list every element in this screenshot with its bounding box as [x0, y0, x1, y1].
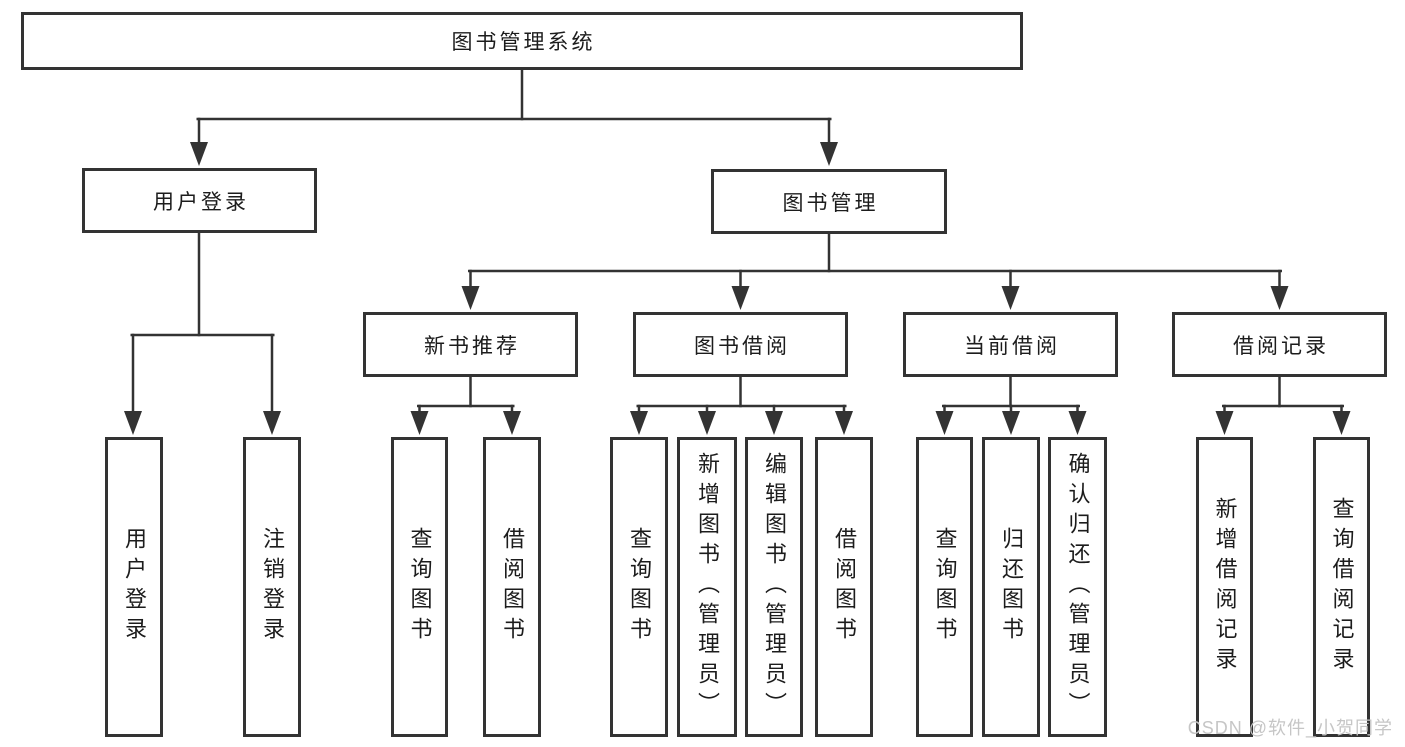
node-label: 查询图书 [627, 527, 652, 647]
node-book-borrowing: 图书借阅 [633, 312, 848, 377]
node-label: 查询图书 [932, 527, 958, 647]
node-borrowing-records: 借阅记录 [1172, 312, 1387, 377]
leaf-logout: 注销登录 [243, 437, 301, 737]
csdn-watermark: CSDN @软件_小贺同学 [1187, 718, 1393, 738]
leaf-records-query-borrow-record: 查询借阅记录 [1313, 437, 1370, 737]
leaf-current-return-books: 归还图书 [982, 437, 1040, 737]
leaf-borrowing-edit-books-admin: 编辑图书（管理员） [745, 437, 803, 737]
node-library-management-system: 图书管理系统 [21, 12, 1023, 70]
leaf-recommend-query-books: 查询图书 [391, 437, 448, 737]
node-label: 借阅记录 [1233, 334, 1329, 358]
leaf-borrowing-add-books-admin: 新增图书（管理员） [677, 437, 737, 737]
leaf-user-login: 用户登录 [105, 437, 163, 737]
leaf-borrowing-query-books: 查询图书 [610, 437, 668, 737]
node-label: 编辑图书（管理员） [762, 452, 787, 722]
leaf-current-confirm-return-admin: 确认归还（管理员） [1048, 437, 1107, 737]
node-user-login: 用户登录 [82, 168, 317, 233]
node-label: 确认归还（管理员） [1065, 452, 1091, 722]
node-label: 新增图书（管理员） [695, 452, 720, 722]
node-label: 新书推荐 [424, 334, 520, 358]
node-label: 查询图书 [407, 527, 433, 647]
node-label: 查询借阅记录 [1329, 497, 1355, 677]
node-label: 图书管理 [782, 191, 879, 215]
node-label: 借阅图书 [832, 527, 857, 647]
leaf-current-query-books: 查询图书 [916, 437, 973, 737]
node-label: 注销登录 [260, 527, 285, 647]
node-label: 图书管理系统 [451, 31, 596, 54]
leaf-records-add-borrow-record: 新增借阅记录 [1196, 437, 1253, 737]
node-new-book-recommendation: 新书推荐 [363, 312, 578, 377]
node-label: 当前借阅 [964, 334, 1060, 358]
node-label: 用户登录 [122, 527, 147, 647]
node-label: 新增借阅记录 [1212, 497, 1238, 677]
node-label: 借阅图书 [500, 527, 525, 647]
node-current-borrowing: 当前借阅 [903, 312, 1118, 377]
node-book-management: 图书管理 [711, 169, 947, 234]
leaf-borrowing-borrow-books: 借阅图书 [815, 437, 873, 737]
node-label: 图书借阅 [694, 334, 790, 358]
node-label: 用户登录 [153, 190, 249, 214]
node-label: 归还图书 [999, 527, 1024, 647]
leaf-recommend-borrow-books: 借阅图书 [483, 437, 541, 737]
